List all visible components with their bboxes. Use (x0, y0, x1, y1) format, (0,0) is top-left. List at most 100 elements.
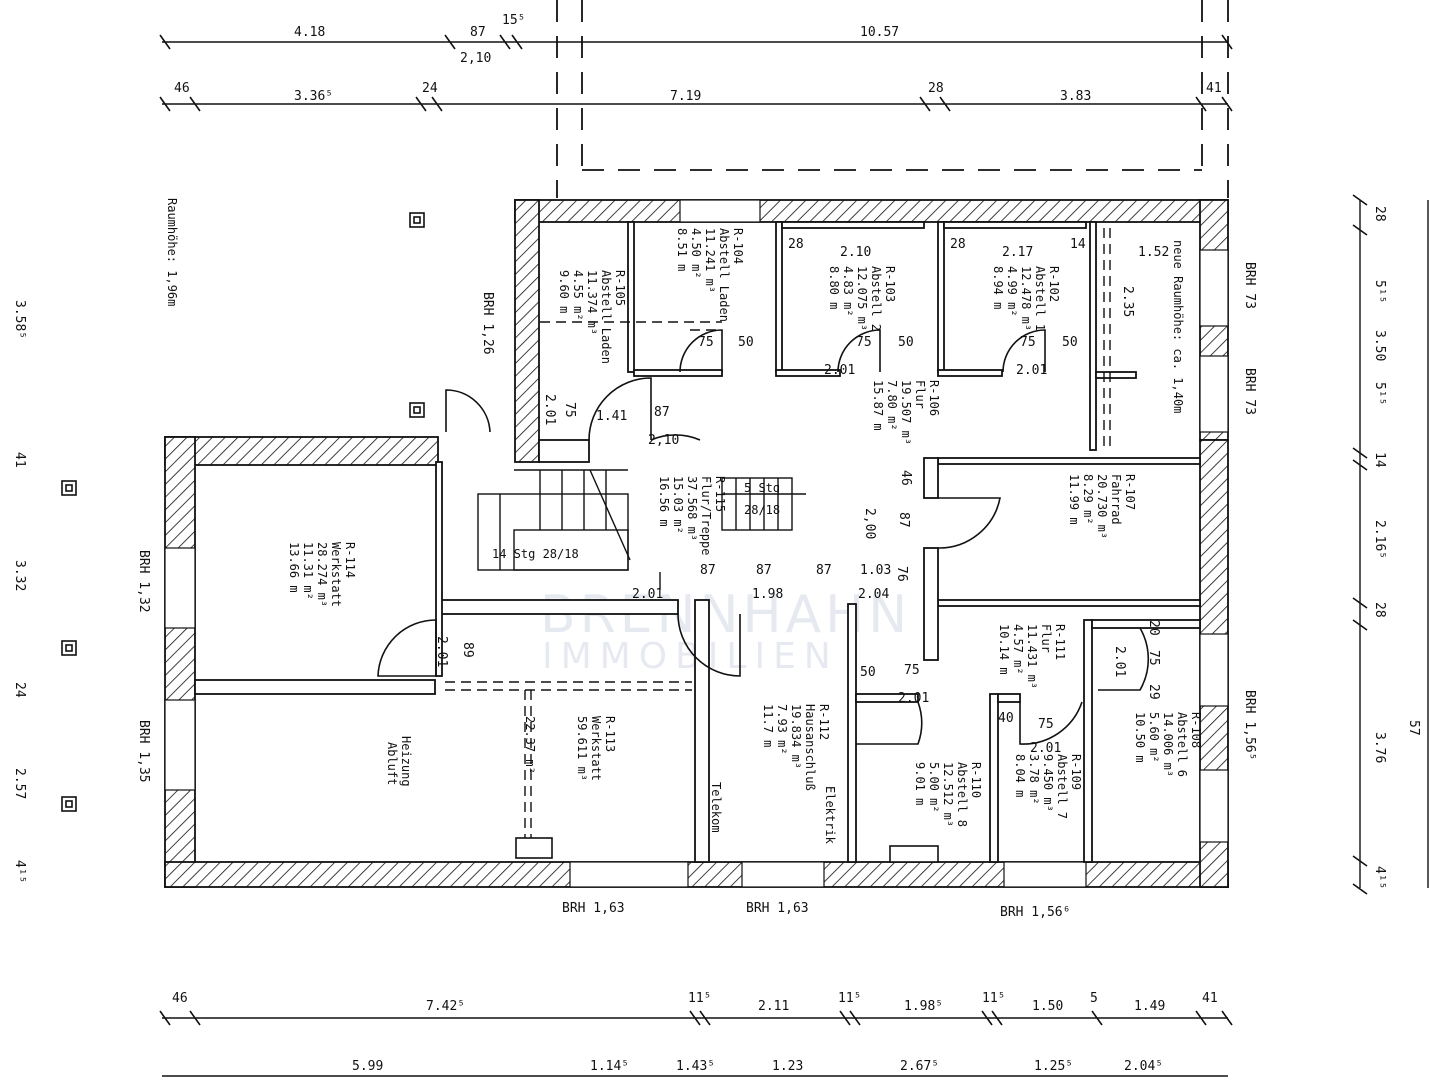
brh-labels: BRH 1,26 BRH 1,32 BRH 1,35 BRH 1,63 BRH … (136, 262, 1257, 920)
inner-d38: 75 (1038, 717, 1054, 732)
dim-top-1: 4.18 (294, 25, 325, 40)
raumhoehe-label: Raumhöhe: 1,96m (165, 198, 179, 306)
dim-left-2: 41 (12, 452, 27, 468)
r109-line4: 8.04 m (1013, 754, 1027, 797)
r105-line0: R-105 (613, 270, 627, 306)
inner-d35: 75 (904, 663, 920, 678)
stairs-small-label-b: 28/18 (744, 503, 780, 517)
r111-line1: Flur (1039, 624, 1053, 653)
r113-line2: 59.611 m³ (575, 716, 589, 781)
dim-bottom-row2-4: 1.23 (772, 1059, 803, 1074)
dim-top-row2-7: 41 (1206, 81, 1222, 96)
r103-line2: 12.075 m³ (855, 266, 869, 331)
dim-bottom-row2-2: 1.14⁵ (590, 1059, 629, 1074)
inner-d15: 2.01 (1016, 363, 1047, 378)
dim-top-2: 87 (470, 25, 486, 40)
r105-line3: 4.55 m² (571, 270, 585, 321)
r106-line0: R-106 (927, 380, 941, 416)
r113-line0: R-113 (603, 716, 617, 752)
inner-d23: 87 (896, 512, 911, 528)
inner-d42: 75 (1146, 650, 1161, 666)
r113-line3: 22.37 m² (523, 716, 537, 774)
stairs-small-label-a: 5 Stg (744, 481, 780, 495)
dim-right-9: 3.76 (1372, 732, 1387, 763)
inner-d20: 2,10 (648, 433, 679, 448)
brh-73-a: BRH 73 (1242, 262, 1257, 309)
r112-line1: Hausanschluß (803, 704, 817, 791)
inner-d11: 50 (898, 335, 914, 350)
inner-d6: 1.52 (1138, 245, 1169, 260)
r106-line3: 7.80 m² (885, 380, 899, 431)
r104-line1: Abstell Laden (717, 228, 731, 322)
dim-top-row2-5: 28 (928, 81, 944, 96)
brh-126: BRH 1,26 (480, 292, 495, 355)
r109-line1: Abstell 7 (1055, 754, 1069, 819)
brh-135: BRH 1,35 (136, 720, 151, 783)
dim-left-1: 3.58⁵ (12, 300, 27, 339)
dim-right-1: 28 (1372, 206, 1387, 222)
dim-right-4: 5¹⁵ (1372, 382, 1387, 405)
dim-bottom-11: 41 (1202, 991, 1218, 1006)
r105-line1: Abstell Laden (599, 270, 613, 364)
inner-d33: 89 (460, 642, 475, 658)
r104-line3: 4.50 m² (689, 228, 703, 279)
watermark-line1: BRENNHAHN (540, 585, 911, 645)
r106-line2: 19.507 m³ (899, 380, 913, 445)
column-symbols (61, 212, 939, 863)
room-labels: R-104 Abstell Laden 11.241 m³ 4.50 m² 8.… (287, 228, 1203, 845)
dim-bottom-1: 46 (172, 991, 188, 1006)
dim-left-5: 2.57 (12, 768, 27, 799)
dim-bottom-3: 11⁵ (688, 991, 711, 1006)
dim-bottom-8: 1.50 (1032, 999, 1063, 1014)
inner-d18: 1.41 (596, 409, 627, 424)
r115-line2: 37.568 m³ (685, 476, 699, 541)
inner-d13: 50 (1062, 335, 1078, 350)
dim-bottom-7: 11⁵ (982, 991, 1005, 1006)
r114-line3: 11.31 m² (301, 542, 315, 600)
inner-d25: 87 (756, 563, 772, 578)
dim-top-3: 15⁵ (502, 13, 525, 28)
dim-bottom-row2-1: 5.99 (352, 1059, 383, 1074)
r102-line0: R-102 (1047, 266, 1061, 302)
r104-line4: 8.51 m (675, 228, 689, 271)
inner-d14: 2.01 (824, 363, 855, 378)
r107-line4: 11.99 m (1067, 474, 1081, 525)
r103-line0: R-103 (883, 266, 897, 302)
r107-line3: 8.29 m² (1081, 474, 1095, 525)
dim-bottom-6: 1.98⁵ (904, 999, 943, 1014)
r108-line2: 14.006 m³ (1161, 712, 1175, 777)
dim-left-4: 24 (12, 682, 27, 698)
dimension-lines (159, 0, 1429, 1077)
dim-top-row2-2: 3.36⁵ (294, 89, 333, 104)
inner-d10: 75 (856, 335, 872, 350)
dim-top-row2-3: 24 (422, 81, 438, 96)
inner-d8: 75 (698, 335, 714, 350)
dim-right-6: 2.16⁵ (1372, 520, 1387, 559)
brh-156-right: BRH 1,56⁵ (1242, 690, 1257, 760)
dim-top-sub: 2,10 (460, 51, 491, 66)
dim-right-5: 14 (1372, 452, 1387, 468)
inner-d31: 2.04 (858, 587, 889, 602)
r110-line4: 9.01 m (913, 762, 927, 805)
r105-line2: 11.374 m³ (585, 270, 599, 335)
dim-right-3: 3.50 (1372, 330, 1387, 361)
doors (377, 329, 1150, 745)
r112-line4: 11.7 m (761, 704, 775, 747)
r112-line3: 7.93 m² (775, 704, 789, 755)
inner-d43: 29 (1146, 684, 1161, 700)
dim-bottom-9: 5 (1090, 991, 1098, 1006)
r107-line2: 20.730 m³ (1095, 474, 1109, 539)
main-stairs (477, 469, 661, 590)
r106-line1: Flur (913, 380, 927, 409)
inner-d26: 87 (816, 563, 832, 578)
inner-d32: 2.01 (434, 636, 449, 667)
r113-line1: Werkstatt (589, 716, 603, 781)
neue-raumhoehe-label: neue Raumhöhe: ca. 1,40m (1171, 240, 1185, 413)
r112-line0: R-112 (817, 704, 831, 740)
r115-line4: 16.56 m (657, 476, 671, 527)
inner-d37: 40 (998, 711, 1014, 726)
r108-line3: 5.60 m² (1147, 712, 1161, 763)
inner-d22: 2,00 (862, 508, 877, 539)
r102-line4: 8.94 m (991, 266, 1005, 309)
